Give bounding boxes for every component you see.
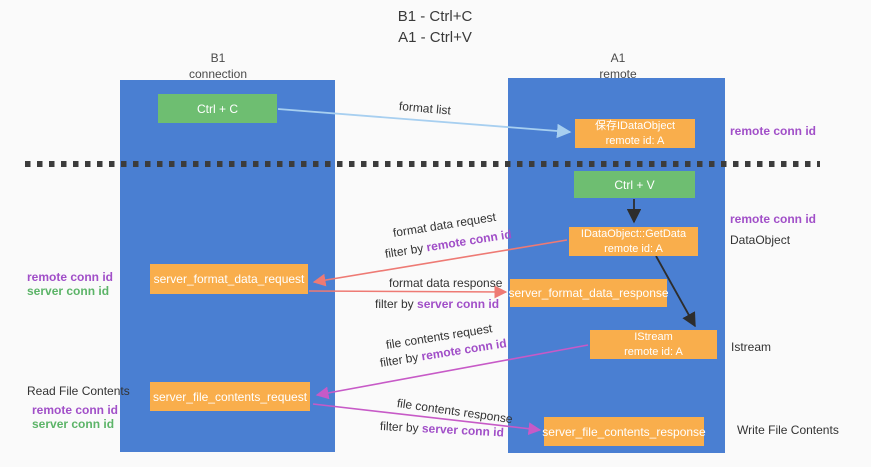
filter-server-conn-id: server conn id [417,297,500,311]
filter-server-conn-id: server conn id [421,421,505,440]
node-save-idataobject: 保存IDataObject remote id: A [575,119,695,148]
node-file-response-label: server_file_contents_response [542,424,706,439]
lane-a1-name: A1 [610,51,626,65]
lane-b1-role: connection [188,67,248,82]
lane-header-b1: B1 connection [158,50,278,82]
label-istream: Istream [731,340,772,354]
label-left-remote-conn-id: remote conn id [27,270,114,284]
node-format-request-label: server_format_data_request [153,272,305,286]
lane-header-a1: A1 remote [558,50,678,82]
label-left-bottom-remote-conn-id: remote conn id [32,403,119,417]
label-left-server-conn-id: server conn id [27,284,110,298]
node-ctrl-c: Ctrl + C [158,94,277,123]
node-save-idataobject-line1: 保存IDataObject [594,120,676,133]
diagram-title: B1 - Ctrl+C A1 - Ctrl+V [329,6,541,48]
node-istream-line2: remote id: A [624,345,683,358]
lane-b1-name: B1 [210,51,226,65]
filter-by-text: filter by [379,419,423,436]
node-file-request-label: server_file_contents_request [152,389,308,404]
node-server-format-data-response: server_format_data_response [508,279,669,307]
node-ctrl-v: Ctrl + V [574,171,695,198]
label-format-list: format list [398,99,452,118]
label-write-file-contents: Write File Contents [737,423,839,437]
label-format-response-filter: filter by server conn id [375,297,499,311]
node-idataobject-getdata: IDataObject::GetData remote id: A [569,227,698,256]
node-server-file-contents-response: server_file_contents_response [542,417,706,446]
node-format-response-label: server_format_data_response [508,286,669,300]
filter-by-text: filter by [383,240,428,261]
label-remote-conn-id-top: remote conn id [730,124,817,138]
arrow-format-data-response [308,285,508,299]
title-line-2: A1 - Ctrl+V [398,29,472,46]
node-getdata-line2: remote id: A [604,242,663,255]
node-ctrl-c-label: Ctrl + C [196,101,238,116]
label-dataobject: DataObject [730,233,791,247]
node-istream-line1: IStream [634,331,673,344]
lane-a1-role: remote [599,67,637,82]
node-save-idataobject-line2: remote id: A [605,134,665,147]
label-left-bottom-server-conn-id: server conn id [32,417,115,431]
label-remote-conn-id-mid: remote conn id [730,212,817,226]
label-format-data-response: format data response [389,276,503,290]
node-ctrl-v-label: Ctrl + V [614,177,655,192]
filter-by-text: filter by [375,297,418,311]
node-server-format-data-request: server_format_data_request [150,264,308,294]
label-read-file-contents: Read File Contents [27,384,130,398]
node-getdata-line1: IDataObject::GetData [580,228,687,241]
node-istream: IStream remote id: A [590,330,717,359]
filter-by-text: filter by [378,349,423,370]
node-server-file-contents-request: server_file_contents_request [150,382,310,411]
title-line-1: B1 - Ctrl+C [397,8,473,25]
